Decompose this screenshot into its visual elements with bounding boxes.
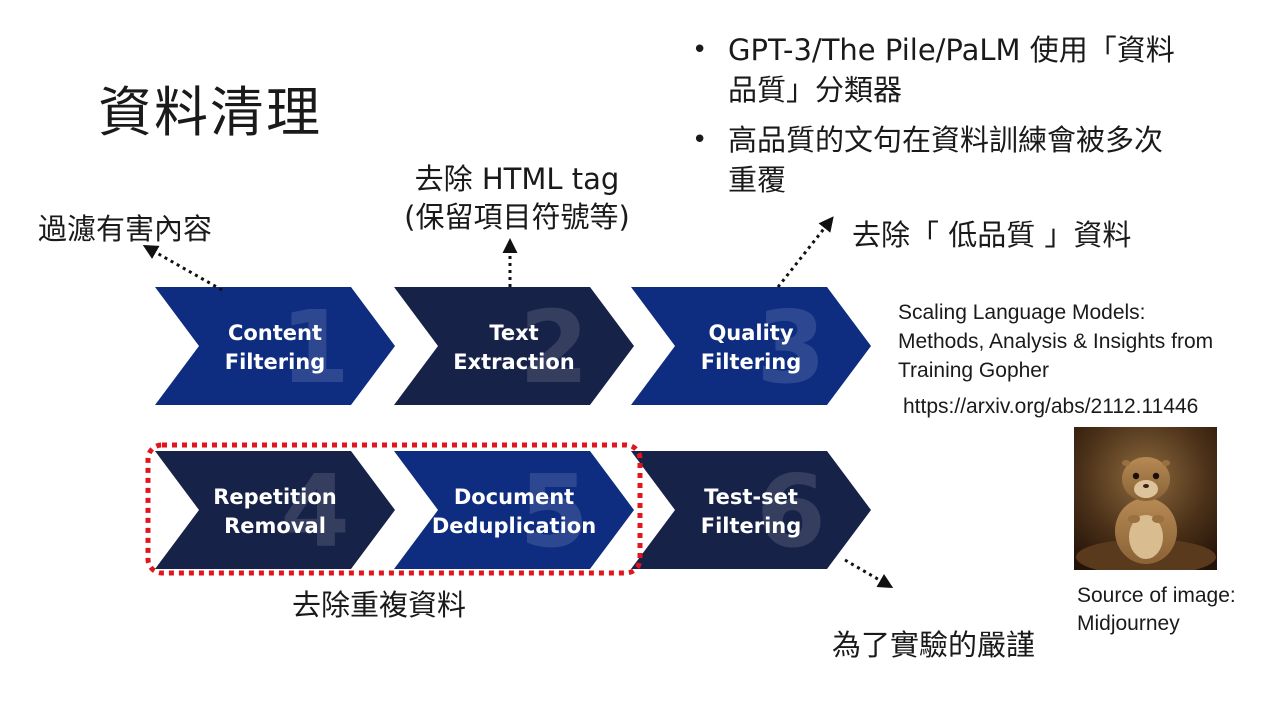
step-number: 6	[756, 453, 826, 570]
bullet-dot-icon: •	[692, 125, 708, 155]
bullet-list: • GPT-3/The Pile/PaLM 使用「資料 品質」分類器 • 高品質…	[690, 30, 1230, 210]
annotation-rigor: 為了實驗的嚴謹	[832, 628, 1036, 662]
reference-line: Scaling Language Models:	[898, 301, 1146, 324]
step-number: 3	[756, 289, 826, 406]
step-label-line2: Deduplication	[432, 514, 596, 538]
chevron-shape	[631, 451, 871, 569]
annotation-dedup: 去除重複資料	[292, 588, 467, 622]
step-label-line1: Repetition	[213, 485, 337, 509]
prairie-dog-image	[1074, 427, 1217, 570]
prairie-dog-illustration	[1074, 427, 1217, 570]
step-number: 4	[280, 453, 350, 570]
step-label-line2: Extraction	[453, 350, 575, 374]
arrow-test-set	[844, 558, 894, 589]
chevron-shape	[155, 451, 395, 569]
dedup-highlight-box	[145, 442, 643, 576]
step-label-line2: Removal	[224, 514, 326, 538]
reference-line: Methods, Analysis & Insights from	[898, 330, 1214, 353]
bullet-item: • GPT-3/The Pile/PaLM 使用「資料 品質」分類器	[690, 30, 1230, 110]
chevron-shape	[394, 451, 634, 569]
bullet-text-line: GPT-3/The Pile/PaLM 使用「資料	[728, 33, 1175, 67]
bullet-item: • 高品質的文句在資料訓練會被多次 重覆	[690, 120, 1230, 200]
step-label-line1: Quality	[708, 321, 793, 345]
bullet-text-line: 品質」分類器	[728, 73, 903, 107]
chevron-shape	[155, 287, 395, 405]
bullet-text-line: 高品質的文句在資料訓練會被多次	[728, 123, 1164, 157]
arrow-quality	[776, 216, 834, 288]
step-label-line2: Filtering	[225, 350, 326, 374]
bullet-text-line: 重覆	[728, 163, 787, 197]
caption-line: Source of image:	[1077, 584, 1236, 607]
step-label-line2: Filtering	[701, 514, 802, 538]
annotation-text-extraction: 去除 HTML tag (保留項目符號等)	[372, 160, 662, 236]
step-label-line1: Test-set	[704, 485, 798, 509]
step-label-line1: Text	[489, 321, 538, 345]
step-number: 5	[519, 453, 589, 570]
annotation-content-filter: 過濾有害內容	[38, 212, 213, 246]
reference-url-link[interactable]: https://arxiv.org/abs/2112.11446	[903, 395, 1199, 418]
chevron-shape	[631, 287, 871, 405]
step-label-line2: Filtering	[701, 350, 802, 374]
image-caption: Source of image: Midjourney	[1077, 582, 1236, 638]
chevron-shape	[394, 287, 634, 405]
annotation-line: (保留項目符號等)	[404, 200, 630, 234]
reference-line: Training Gopher	[898, 359, 1049, 382]
step-label-line1: Document	[454, 485, 574, 509]
caption-line: Midjourney	[1077, 612, 1180, 635]
step-number: 2	[519, 289, 589, 406]
arrow-content-filter	[142, 245, 223, 292]
step-label-line1: Content	[228, 321, 322, 345]
annotation-low-quality: 去除「 低品質 」資料	[852, 218, 1132, 252]
slide-title: 資料清理	[98, 81, 322, 144]
step-number: 1	[280, 289, 350, 406]
bullet-dot-icon: •	[692, 35, 708, 65]
paper-reference: Scaling Language Models: Methods, Analys…	[898, 298, 1213, 385]
annotation-line: 去除 HTML tag	[414, 162, 620, 196]
